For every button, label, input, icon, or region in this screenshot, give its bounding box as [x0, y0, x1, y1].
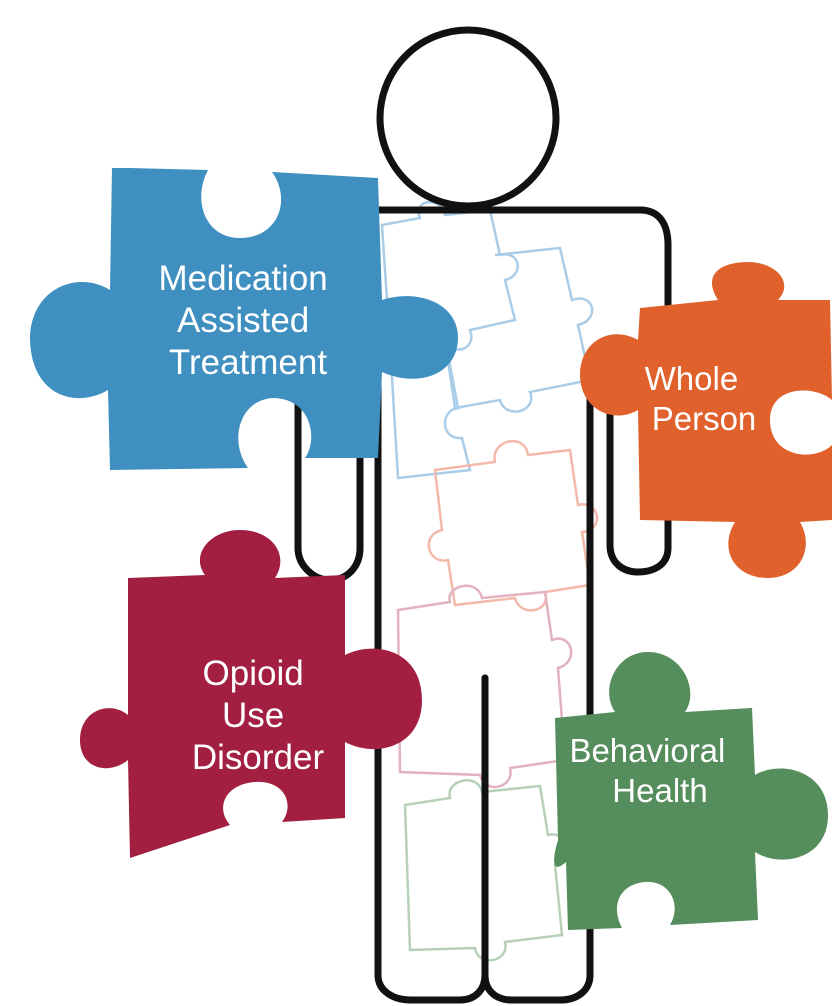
behavioral-piece-shape — [554, 652, 828, 930]
whole-person-label-line1: Whole — [645, 360, 739, 397]
svg-text:Whole Person: Whole Person — [645, 360, 757, 437]
figure-head — [376, 26, 560, 210]
figure-body-outline — [374, 206, 672, 576]
svg-text:Behavioral Health: Behavioral Health — [569, 732, 734, 809]
opioid-use-disorder-piece: Opioid Use Disorder — [80, 530, 422, 858]
opioid-label-line2: Use — [222, 696, 284, 735]
behavioral-label-line1: Behavioral — [569, 732, 725, 769]
whole-person-piece: Whole Person — [580, 262, 832, 578]
figure-right-leg-line — [481, 376, 594, 1004]
inner-outline-blue-2 — [443, 246, 594, 413]
inner-outline-blue-3 — [388, 336, 472, 480]
inner-outline-pink — [396, 584, 573, 789]
medication-label-line3: Treatment — [169, 343, 327, 382]
medication-label-line1: Medication — [159, 259, 328, 298]
opioid-piece-shape — [80, 530, 422, 858]
opioid-label-line1: Opioid — [203, 654, 304, 693]
inner-outline-blue-1 — [380, 200, 519, 351]
behavioral-health-piece: Behavioral Health — [554, 652, 828, 930]
medication-piece-shape — [30, 168, 459, 470]
svg-text:Opioid Use Disorde: Opioid Use Disorder — [192, 654, 325, 777]
opioid-label-line3: Disorder — [192, 738, 325, 777]
behavioral-label-line2: Health — [612, 772, 707, 809]
svg-text:Medication Assisted: Medication Assisted Treatment — [159, 259, 338, 382]
whole-person-label-line2: Person — [652, 400, 757, 437]
whole-person-piece-shape — [580, 262, 832, 578]
medication-label-line2: Assisted — [177, 301, 309, 340]
medication-assisted-treatment-piece: Medication Assisted Treatment — [30, 168, 459, 470]
inner-outline-salmon — [427, 439, 599, 612]
